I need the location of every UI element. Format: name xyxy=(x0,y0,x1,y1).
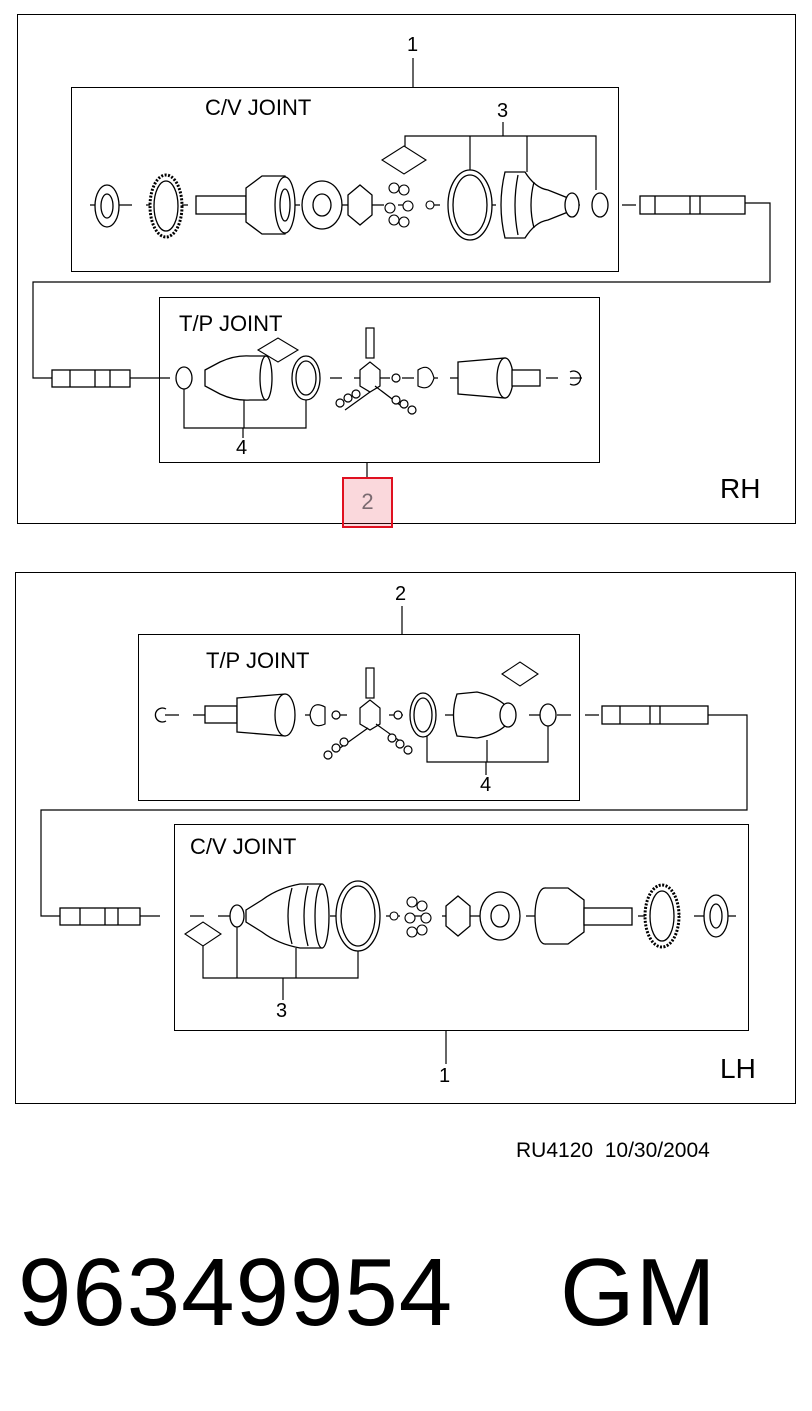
lh-tp-joint-box xyxy=(138,634,580,801)
brand-name: GM xyxy=(560,1239,717,1346)
rh-cv-joint-box xyxy=(71,87,619,272)
lh-side-label: LH xyxy=(720,1053,756,1084)
rh-callout-1: 1 xyxy=(407,34,419,56)
rh-callout-2-highlight[interactable]: 2 xyxy=(342,477,393,528)
lh-callout-2: 2 xyxy=(395,583,407,605)
rh-side-label: RH xyxy=(720,473,761,504)
rh-cv-joint-title: C/V JOINT xyxy=(205,95,312,120)
drawing-ref-code: RU4120 xyxy=(516,1139,594,1162)
lh-panel xyxy=(15,572,796,1104)
lh-cv-joint-title: C/V JOINT xyxy=(190,834,297,859)
rh-callout-4: 4 xyxy=(236,437,248,459)
drawing-reference: RU4120 10/30/2004 xyxy=(516,1140,710,1161)
rh-panel xyxy=(17,14,796,524)
lh-callout-3: 3 xyxy=(276,1000,288,1022)
rh-callout-3: 3 xyxy=(497,100,509,122)
rh-callout-2: 2 xyxy=(361,489,374,514)
lh-callout-1: 1 xyxy=(439,1065,451,1087)
rh-tp-joint-title: T/P JOINT xyxy=(179,311,283,336)
part-number: 96349954 xyxy=(18,1239,454,1346)
lh-tp-joint-title: T/P JOINT xyxy=(206,648,310,673)
drawing-date: 10/30/2004 xyxy=(604,1139,710,1162)
lh-callout-4: 4 xyxy=(480,774,492,796)
